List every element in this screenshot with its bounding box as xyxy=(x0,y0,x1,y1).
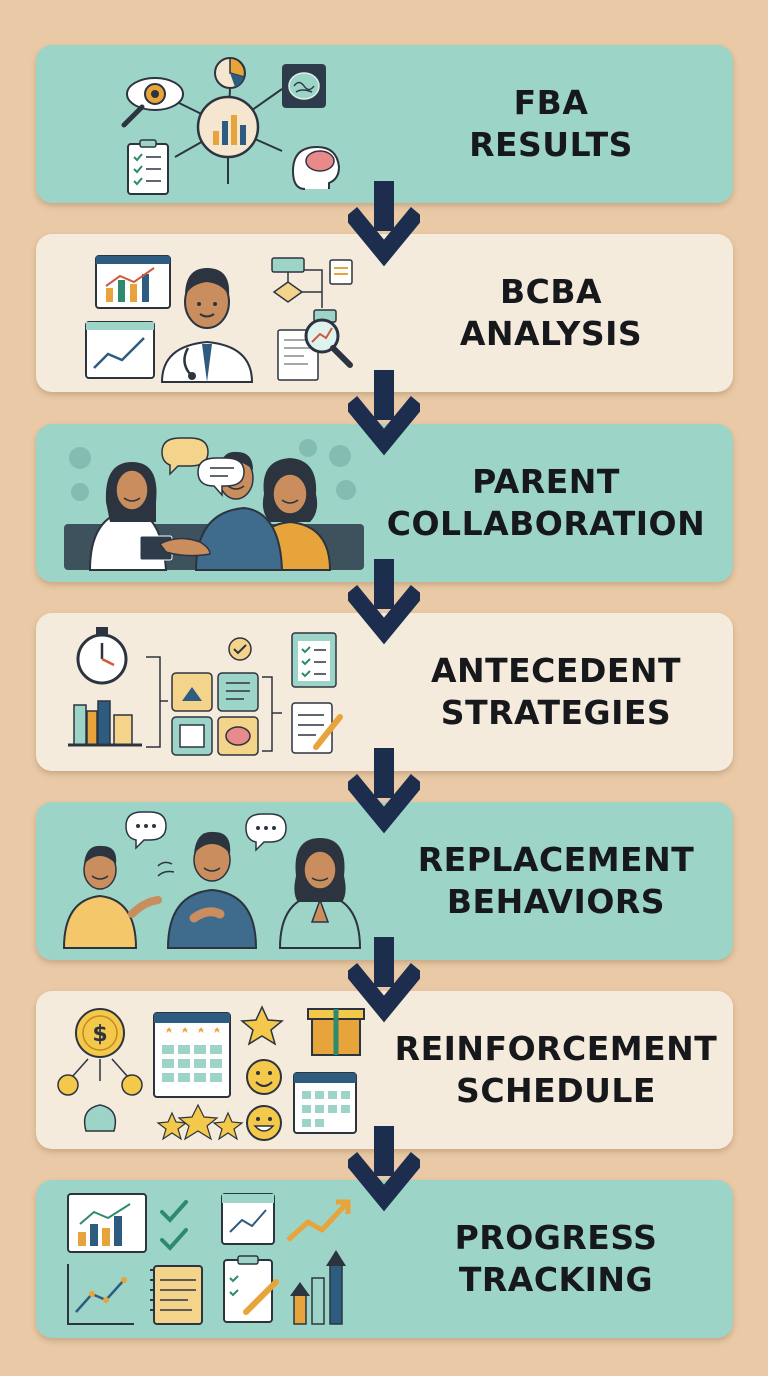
step-title-progress-tracking: PROGRESS TRACKING xyxy=(436,1180,676,1338)
communicating-people-icon xyxy=(62,811,362,949)
handshake-meeting-icon xyxy=(64,437,364,571)
step-title-line1: ANTECEDENT xyxy=(430,651,682,690)
step-card-fba-results: FBA RESULTS xyxy=(36,45,733,203)
step-title-line2: ANALYSIS xyxy=(459,314,643,353)
step-card-parent-collaboration: PARENT COLLABORATION xyxy=(36,424,733,582)
step-title-line1: PARENT xyxy=(472,462,620,501)
step-title-line1: PROGRESS xyxy=(454,1218,658,1257)
down-arrow-icon xyxy=(348,559,420,649)
step-title-replacement-behaviors: REPLACEMENT BEHAVIORS xyxy=(396,802,716,960)
step-title-line2: BEHAVIORS xyxy=(446,882,666,921)
step-title-bcba-analysis: BCBA ANALYSIS xyxy=(426,234,676,392)
step-title-line2: STRATEGIES xyxy=(440,693,672,732)
data-analysis-hub-icon xyxy=(121,57,341,195)
step-title-line2: RESULTS xyxy=(469,125,633,164)
step-title-fba-results: FBA RESULTS xyxy=(436,45,666,203)
step-title-line2: TRACKING xyxy=(458,1260,654,1299)
step-title-line2: COLLABORATION xyxy=(386,504,706,543)
growth-charts-icon xyxy=(67,1193,351,1325)
step-card-reinforcement-schedule: $ REINFORCEMENT xyxy=(36,991,733,1149)
down-arrow-icon xyxy=(348,181,420,271)
down-arrow-icon xyxy=(348,748,420,838)
down-arrow-icon xyxy=(348,937,420,1027)
step-title-line2: SCHEDULE xyxy=(456,1071,656,1110)
svg-text:$: $ xyxy=(92,1022,107,1047)
rewards-calendar-icon: $ xyxy=(57,1005,365,1141)
clinician-analysis-icon xyxy=(85,255,353,383)
step-title-parent-collaboration: PARENT COLLABORATION xyxy=(361,424,731,582)
step-title-line1: FBA xyxy=(513,83,589,122)
step-title-antecedent-strategies: ANTECEDENT STRATEGIES xyxy=(411,613,701,771)
step-card-antecedent-strategies: ANTECEDENT STRATEGIES xyxy=(36,613,733,771)
step-card-replacement-behaviors: REPLACEMENT BEHAVIORS xyxy=(36,802,733,960)
planning-tools-icon xyxy=(68,627,343,756)
step-title-line1: REINFORCEMENT xyxy=(394,1029,718,1068)
step-title-reinforcement-schedule: REINFORCEMENT SCHEDULE xyxy=(381,991,731,1149)
down-arrow-icon xyxy=(348,1126,420,1216)
down-arrow-icon xyxy=(348,370,420,460)
step-title-line1: REPLACEMENT xyxy=(417,840,695,879)
step-title-line1: BCBA xyxy=(499,272,603,311)
